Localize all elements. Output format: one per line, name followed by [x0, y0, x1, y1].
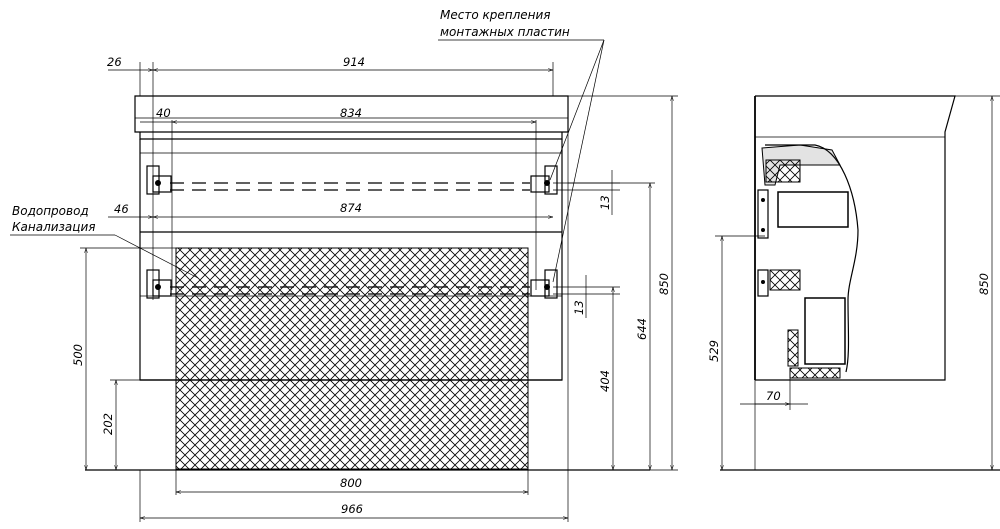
dim-966-text: 966 — [341, 502, 363, 516]
dim-834-text: 834 — [340, 106, 362, 120]
dim-13-top-text: 13 — [598, 195, 612, 210]
mounting-plate-left-bottom — [146, 269, 172, 299]
front-view: 26 914 40 834 46 874 13 13 850 — [10, 8, 678, 522]
basin-bowl — [139, 132, 563, 140]
plumbing-zone — [175, 247, 529, 470]
mounting-plate-left-top — [146, 165, 172, 195]
drawer-lower-side — [804, 297, 846, 365]
mount-side-top-dot-2 — [761, 228, 765, 232]
dim-202-text: 202 — [101, 413, 115, 435]
section-block-top — [765, 159, 801, 183]
mounting-leader-2 — [552, 39, 605, 283]
water-label-line2: Канализация — [12, 220, 95, 234]
side-dim-529-text: 529 — [707, 340, 721, 362]
section-block-low — [787, 329, 799, 367]
mounting-label-line2: монтажных пластин — [440, 25, 570, 39]
drawer-upper-side — [777, 191, 849, 228]
dim-914-text: 914 — [343, 55, 365, 69]
mounting-plate-right-top — [530, 165, 558, 195]
mount-side-top-dot-1 — [761, 198, 765, 202]
mount-side-top — [757, 189, 769, 239]
section-block-base — [789, 367, 841, 379]
dim-13-bottom-text: 13 — [572, 300, 586, 315]
section-block-mid — [769, 269, 801, 291]
dim-40-text: 40 — [156, 106, 171, 120]
mount-side-bottom-dot — [761, 280, 765, 284]
side-basin — [755, 95, 956, 139]
side-view: 850 529 70 — [707, 95, 1000, 471]
side-dim-70-text: 70 — [766, 389, 781, 403]
dim-46-text: 46 — [114, 202, 129, 216]
dim-644-text: 644 — [635, 318, 649, 340]
dim-500-text: 500 — [71, 344, 85, 366]
water-leader — [114, 234, 199, 279]
mounting-label-line1: Место крепления — [440, 8, 551, 22]
dim-404-text: 404 — [598, 370, 612, 392]
dim-26-text: 26 — [107, 55, 122, 69]
dim-800-text: 800 — [340, 476, 362, 490]
mount-side-bottom — [757, 269, 769, 297]
side-dim-850-text: 850 — [977, 273, 991, 295]
mounting-plate-right-bottom — [530, 269, 558, 299]
mounting-leader-1 — [549, 39, 605, 181]
dim-874-text: 874 — [340, 201, 362, 215]
water-label-line1: Водопровод — [12, 204, 89, 218]
dim-850-text: 850 — [657, 273, 671, 295]
side-cabinet — [755, 139, 946, 381]
